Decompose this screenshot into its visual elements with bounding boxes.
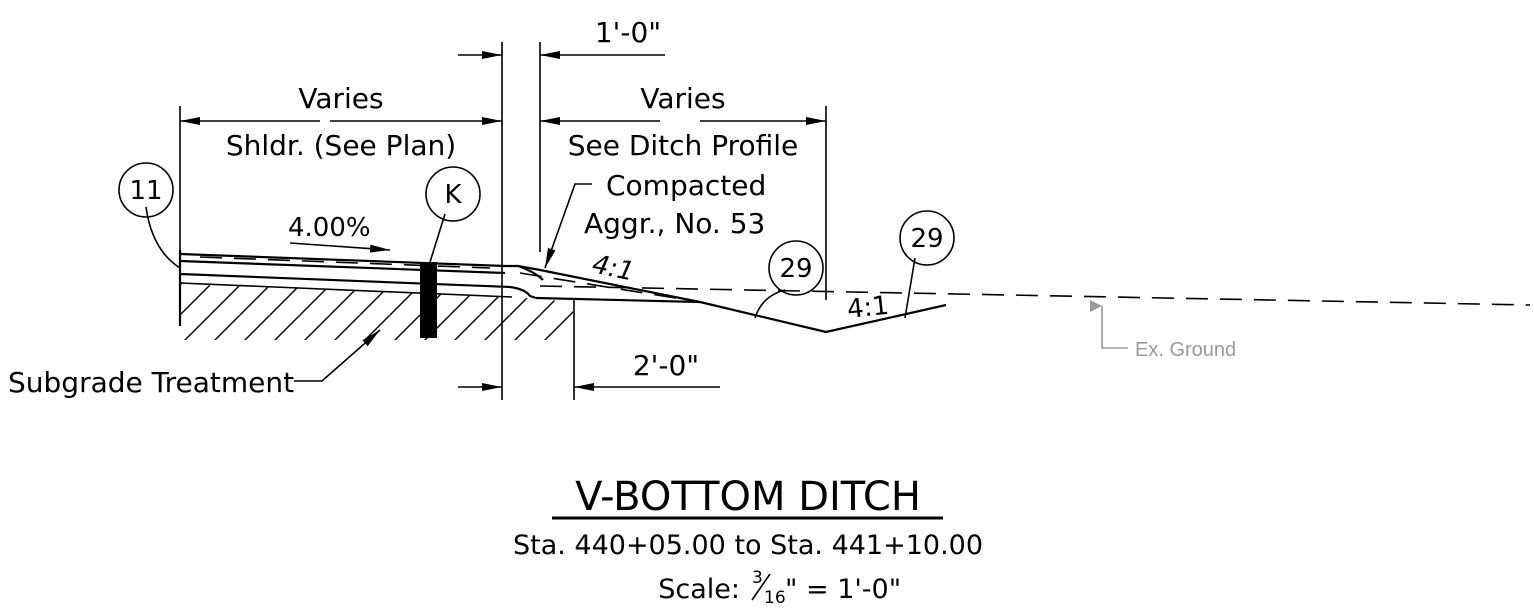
callout-11: 11: [118, 162, 174, 218]
callout-k-label: K: [444, 180, 462, 210]
slope-right-label: 4:1: [846, 291, 891, 325]
v-ditch: [699, 300, 947, 334]
callout-29-a-label: 29: [779, 254, 812, 284]
guardrail-post: [420, 262, 437, 338]
shoulder-layers: [178, 250, 544, 326]
compacted-label-line2: Aggr., No. 53: [584, 207, 765, 240]
callout-11-label: 11: [129, 176, 162, 206]
subgrade-hatch: [179, 282, 573, 340]
dim-shoulder-width: Varies: [298, 82, 383, 115]
leader-lines: [145, 183, 916, 382]
scale-fraction-den: 16: [764, 588, 786, 608]
existing-ground-note: Ex. Ground: [1090, 300, 1236, 361]
slope-percent-label: 4.00%: [288, 213, 371, 243]
dim-shoulder-note: Shldr. (See Plan): [226, 129, 456, 162]
slope-arrow: [289, 242, 391, 253]
dim-gap-top: 1'-0": [595, 16, 661, 49]
dim-gap-bottom: 2'-0": [633, 349, 699, 382]
callout-29-a: 29: [768, 240, 824, 296]
existing-ground-line: [539, 285, 1531, 306]
scale-fraction-num: 3: [752, 568, 763, 588]
drawing-title: V-BOTTOM DITCH: [575, 474, 921, 520]
foreslope: [517, 264, 701, 304]
subgrade-label: Subgrade Treatment: [8, 366, 294, 399]
callout-k: K: [425, 166, 481, 222]
dim-ditch-width: Varies: [640, 82, 725, 115]
callout-29-b-label: 29: [910, 224, 943, 254]
dimension-lines: [180, 51, 826, 391]
station-range: Sta. 440+05.00 to Sta. 441+10.00: [513, 530, 983, 561]
scale-suffix: " = 1'-0": [785, 574, 901, 605]
scale-prefix: Scale:: [658, 574, 740, 605]
compacted-label-line1: Compacted: [606, 169, 766, 202]
scale-note: Scale: 3 16 " = 1'-0": [658, 568, 901, 608]
extension-lines: [179, 42, 827, 400]
existing-ground-label: Ex. Ground: [1135, 339, 1236, 361]
dim-ditch-note: See Ditch Profile: [568, 129, 799, 162]
callout-29-b: 29: [899, 210, 955, 266]
